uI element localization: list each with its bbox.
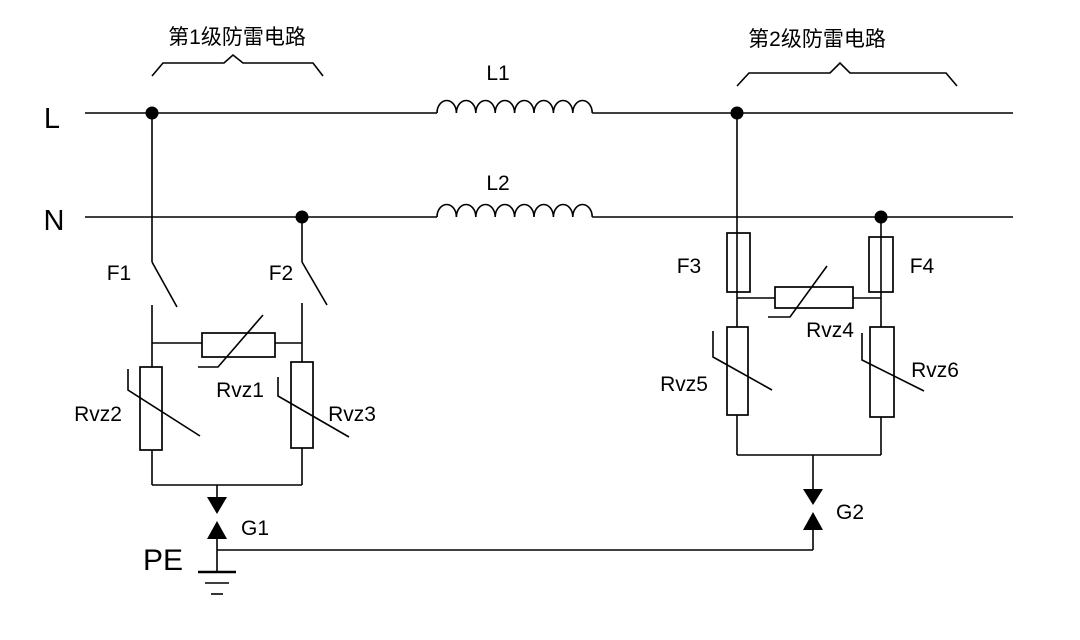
rvz4-label: Rvz4: [806, 319, 854, 342]
f2-blade: [301, 261, 328, 306]
earth-ground-icon: [198, 550, 236, 595]
inductor-l2-coil: [436, 203, 593, 218]
g1-down-arrow: [207, 497, 227, 514]
spark-gap-g1: G1: [152, 484, 302, 550]
stage1-title: 第1级防雷电路: [168, 26, 306, 49]
line-live: L L1: [44, 62, 1013, 135]
stage1-section-header: 第1级防雷电路: [151, 26, 324, 77]
f2-label: F2: [269, 262, 294, 285]
varistor-rvz5: Rvz5: [660, 326, 773, 455]
stage2-brace: [736, 61, 958, 87]
inductor-l1-label: L1: [486, 62, 509, 85]
line-neutral: N L2: [44, 172, 1013, 237]
inductor-l1-coil: [436, 99, 593, 114]
fuse-f3: F3: [677, 113, 751, 327]
inductor-l1: L1: [436, 62, 593, 114]
rvz1-varistor-slash: [198, 314, 264, 368]
g2-label: G2: [836, 501, 864, 524]
rvz1-label: Rvz1: [216, 379, 264, 402]
spark-gap-g2: G2: [737, 454, 881, 550]
f1-blade: [151, 261, 178, 308]
f3-label: F3: [677, 255, 702, 278]
stage1-brace: [151, 53, 324, 77]
line-l-label: L: [44, 103, 60, 135]
f1-label: F1: [107, 262, 132, 285]
g2-up-arrow: [803, 512, 823, 530]
g1-label: G1: [241, 517, 269, 540]
rvz6-body: [869, 326, 895, 418]
rvz3-varistor-slash: [277, 377, 350, 438]
inductor-l2: L2: [436, 172, 593, 218]
rvz2-label: Rvz2: [74, 403, 122, 426]
fuse-f1: F1: [107, 113, 178, 308]
varistor-rvz2: Rvz2: [74, 305, 201, 485]
rvz5-label: Rvz5: [660, 373, 708, 396]
stage2-section-header: 第2级防雷电路: [736, 28, 958, 87]
varistor-rvz3: Rvz3: [277, 303, 376, 485]
varistor-rvz6: Rvz6: [861, 326, 959, 455]
rvz3-label: Rvz3: [328, 403, 376, 426]
line-pe-label: PE: [143, 544, 183, 577]
rvz4-varistor-slash: [768, 265, 828, 318]
g1-up-arrow: [207, 521, 227, 539]
varistor-rvz4: Rvz4: [737, 265, 881, 342]
f4-body: [868, 236, 894, 293]
inductor-l2-label: L2: [486, 172, 509, 195]
fuse-f2: F2: [269, 217, 328, 306]
line-protective-earth: PE: [143, 544, 813, 595]
fuse-f4: F4: [868, 217, 935, 327]
rvz4-body: [774, 286, 854, 309]
line-n-label: N: [44, 205, 65, 237]
rvz6-label: Rvz6: [911, 359, 959, 382]
varistor-rvz1: Rvz1: [152, 314, 302, 402]
rvz6-varistor-slash: [861, 333, 925, 392]
rvz1-body: [201, 332, 276, 358]
g2-down-arrow: [803, 489, 823, 505]
rvz5-varistor-slash: [712, 331, 773, 391]
rvz2-varistor-slash: [127, 369, 201, 437]
f3-body: [726, 232, 751, 293]
rvz2-body: [139, 366, 163, 451]
f4-label: F4: [910, 255, 935, 278]
stage2-title: 第2级防雷电路: [748, 28, 886, 51]
